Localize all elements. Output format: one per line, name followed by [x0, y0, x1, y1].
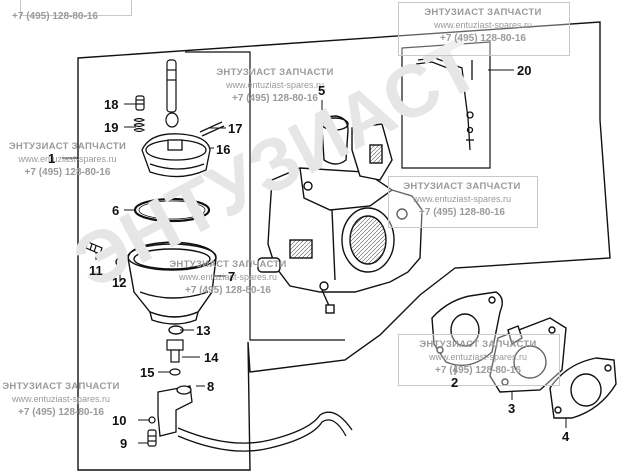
watermark-top-right: ЭНТУЗИАСТ ЗАПЧАСТИ www.entuziast-spares.…: [398, 6, 568, 45]
watermark-phone: +7 (495) 128-80-16: [24, 167, 111, 178]
watermark-company: ЭНТУЗИАСТ ЗАПЧАСТИ: [8, 141, 127, 152]
callout-10: 10: [112, 413, 127, 428]
callout-4: 4: [562, 429, 570, 444]
callout-2: 2: [451, 375, 459, 390]
watermark-site: www.entuziast-spares.ru: [178, 272, 278, 282]
callout-7: 7: [228, 269, 236, 284]
callout-8: 8: [207, 379, 215, 394]
watermark-phone: +7 (495) 128-80-16: [435, 365, 521, 376]
watermark-company: ЭНТУЗИАСТ ЗАПЧАСТИ: [216, 67, 334, 78]
watermark-company: ЭНТУЗИАСТ ЗАПЧАСТИ: [419, 339, 537, 350]
screw-9-part: [147, 429, 157, 447]
callout-11: 11: [89, 263, 103, 278]
watermark-phone: +7 (495) 128-80-16: [232, 93, 318, 104]
callout-15: 15: [140, 365, 155, 380]
watermark-phone: +7 (495) 128-80-16: [419, 207, 505, 218]
watermark-left-middle: ЭНТУЗИАСТ ЗАПЧАСТИ www.entuziast-spares.…: [0, 140, 135, 179]
bolt-14-part: [166, 339, 184, 363]
watermark-box-top-left: [20, 0, 132, 16]
watermark-box-bottom-right: [398, 334, 560, 386]
callout-9: 9: [120, 436, 128, 451]
watermark-company: ЭНТУЗИАСТ ЗАПЧАСТИ: [2, 381, 120, 392]
choke-rod-part: [415, 57, 474, 151]
gasket-6-part: [133, 197, 211, 223]
watermark-phone: +7 (495) 128-80-16: [185, 285, 271, 296]
drain-hose-part: [177, 411, 353, 452]
callout-6: 6: [112, 203, 120, 218]
watermark-site: www.entuziast-spares.ru: [428, 352, 528, 362]
watermark-top-left: +7 (495) 128-80-16: [0, 10, 110, 23]
watermark-site: www.entuziast-spares.ru: [433, 20, 533, 30]
gasket-4-part: [549, 357, 617, 419]
pin-17-part: [199, 121, 225, 137]
callout-12: 12: [112, 275, 127, 290]
washer-10-part: [148, 416, 156, 424]
assembly-frame: [77, 21, 611, 471]
callout-16: 16: [216, 142, 231, 157]
watermark-phone: +7 (495) 128-80-16: [12, 11, 98, 22]
item20-frame: [401, 41, 491, 169]
carburetor-body-5-part: [257, 115, 423, 314]
screw-18-part: [135, 95, 145, 111]
oring-13-part: [168, 325, 184, 335]
watermark-center-bottom: ЭНТУЗИАСТ ЗАПЧАСТИ www.entuziast-spares.…: [148, 258, 308, 297]
watermark-site: www.entuziast-spares.ru: [18, 154, 117, 164]
washer-12-part: [115, 257, 125, 267]
watermark-bottom-right: ЭНТУЗИАСТ ЗАПЧАСТИ www.entuziast-spares.…: [398, 338, 558, 377]
callout-1: 1: [48, 151, 56, 166]
sub-frame: [185, 51, 345, 341]
insulator-3-part: [489, 317, 567, 393]
watermark-box-right-middle: [388, 176, 538, 228]
watermark-bottom-left: ЭНТУЗИАСТ ЗАПЧАСТИ www.entuziast-spares.…: [0, 380, 122, 419]
callout-3: 3: [508, 401, 516, 416]
callout-19: 19: [104, 120, 119, 135]
watermark-site: www.entuziast-spares.ru: [225, 80, 325, 90]
watermark-company: ЭНТУЗИАСТ ЗАПЧАСТИ: [403, 181, 521, 192]
screw-11-part: [85, 241, 103, 255]
float-needle-part: [165, 59, 179, 128]
callout-18: 18: [104, 97, 119, 112]
watermark-company: ЭНТУЗИАСТ ЗАПЧАСТИ: [424, 7, 542, 18]
float-bowl-7-part: [127, 241, 217, 325]
callout-17: 17: [228, 121, 243, 136]
callout-14: 14: [204, 350, 219, 365]
watermark-center-top: ЭНТУЗИАСТ ЗАПЧАСТИ www.entuziast-spares.…: [195, 66, 355, 105]
callout-13: 13: [196, 323, 211, 338]
callout-5: 5: [318, 83, 326, 98]
float-16-part: [141, 133, 211, 178]
watermark-site: www.entuziast-spares.ru: [412, 194, 512, 204]
callout-20: 20: [517, 63, 532, 78]
drain-8-part: [157, 385, 193, 437]
gasket-2-part: [431, 291, 503, 366]
watermark-phone: +7 (495) 128-80-16: [440, 33, 526, 44]
watermark-box-top-right: [398, 2, 570, 56]
watermark-phone: +7 (495) 128-80-16: [18, 407, 104, 418]
spring-19-part: [133, 117, 146, 133]
watermark-right-middle: ЭНТУЗИАСТ ЗАПЧАСТИ www.entuziast-spares.…: [388, 180, 536, 219]
ring-15-part: [169, 368, 181, 376]
watermark-site: www.entuziast-spares.ru: [11, 394, 111, 404]
watermark-company: ЭНТУЗИАСТ ЗАПЧАСТИ: [169, 259, 287, 270]
